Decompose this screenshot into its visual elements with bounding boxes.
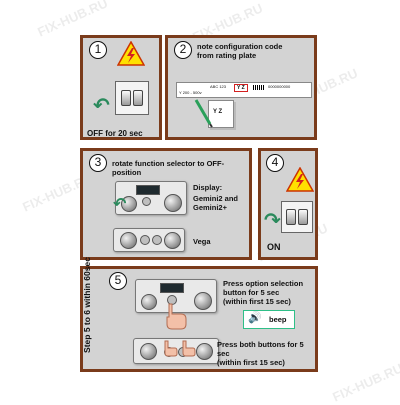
models-vega: Vega: [193, 237, 211, 246]
watermark: FIX-HUB.RU: [35, 0, 110, 40]
plate-text: Y 200 - 500v: [179, 90, 202, 95]
pen-icon: [194, 99, 213, 128]
gemini-control-panel: [135, 279, 217, 313]
speaker-icon: 🔊: [248, 312, 262, 324]
models-gemini: Gemini2 and Gemini2+: [193, 194, 239, 212]
step-5-instruction-2: Press both buttons for 5 sec (within fir…: [217, 340, 304, 367]
display-screen: [136, 185, 160, 195]
step-1-caption: OFF for 20 sec: [87, 129, 143, 138]
step-4-panel: 4 ↷ ON: [258, 148, 318, 260]
step-1-panel: 1 ↶ OFF for 20 sec: [80, 35, 162, 140]
step-3-panel: 3 rotate function selector to OFF-positi…: [80, 148, 252, 260]
warning-electric-icon: [117, 41, 145, 66]
step-5-side-label: Step 5 to 6 within 60sec: [82, 257, 92, 353]
function-selector-knob: [141, 294, 157, 310]
step-number: 3: [89, 154, 107, 172]
hand-pointer-icon: [166, 303, 187, 330]
vega-button: [152, 235, 162, 245]
step-5-instruction-1: Press option selection button for 5 sec …: [223, 279, 304, 306]
rotate-arrow-icon: ↶: [93, 95, 110, 117]
temperature-knob: [196, 343, 213, 360]
beep-label: beep: [269, 315, 287, 324]
function-selector-knob: [120, 232, 137, 249]
step-2-title: note configuration code from rating plat…: [197, 42, 283, 60]
display-screen: [160, 283, 184, 293]
note-code: Y Z: [213, 109, 223, 115]
plate-text: 0000000000: [268, 84, 291, 89]
step-3-title: rotate function selector to OFF-position: [112, 159, 225, 177]
display-label: Display:: [193, 183, 223, 192]
hand-pointer-icon: [182, 340, 196, 357]
step-number: 2: [174, 41, 192, 59]
hand-pointer-icon: [164, 340, 178, 357]
step-5-panel: 5 Press option selection button for 5 se…: [80, 266, 318, 372]
rotate-arrow-icon: ↶: [113, 196, 127, 213]
step-number: 1: [89, 41, 107, 59]
step-number: 5: [109, 272, 127, 290]
function-selector-knob: [140, 343, 157, 360]
temperature-knob: [164, 194, 182, 212]
temperature-knob: [194, 292, 212, 310]
watermark: FIX-HUB.RU: [330, 360, 400, 405]
beep-box: 🔊 beep: [243, 310, 295, 329]
wall-switch-icon: [115, 81, 149, 115]
note-card: Y Z: [208, 100, 234, 128]
vega-button: [140, 235, 150, 245]
temperature-knob: [164, 232, 181, 249]
rotate-arrow-icon: ↷: [264, 210, 281, 232]
step-number: 4: [266, 154, 284, 172]
plate-code-highlight: Y Z: [234, 84, 248, 92]
function-selector-knob: [121, 196, 137, 212]
warning-electric-icon: [286, 167, 314, 192]
vega-control-panel: [113, 228, 185, 252]
gemini-control-panel: [115, 181, 187, 215]
wall-switch-icon: [281, 201, 313, 233]
plate-text: ABC 123: [210, 84, 227, 89]
step-2-panel: 2 note configuration code from rating pl…: [165, 35, 317, 140]
plate-barcode: [253, 85, 265, 90]
option-button: [142, 197, 151, 206]
rating-plate: ABC 123 Y 200 - 500v Y Z 0000000000: [176, 82, 312, 98]
step-4-caption: ON: [267, 242, 281, 252]
